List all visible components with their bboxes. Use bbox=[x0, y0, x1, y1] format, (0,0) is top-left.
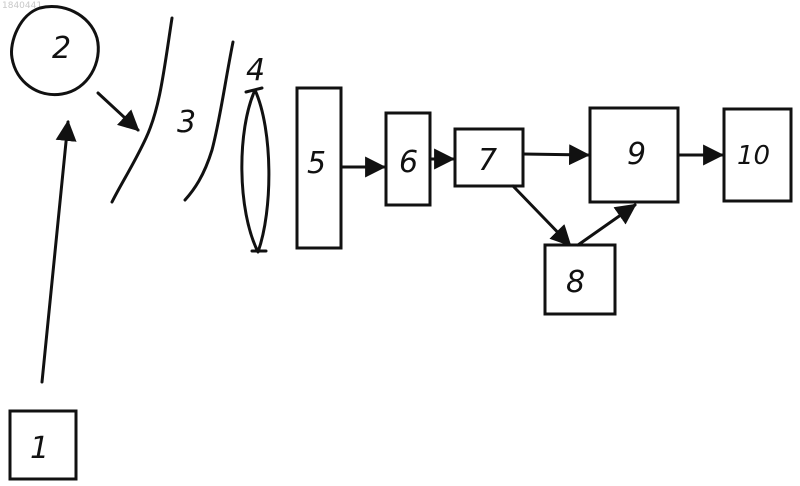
label-4: 4 bbox=[246, 53, 265, 88]
block-7: 7 bbox=[455, 129, 523, 186]
source-1: 1 bbox=[10, 411, 76, 479]
object-2: 2 bbox=[12, 6, 99, 94]
block-6: 6 bbox=[386, 113, 430, 205]
label-1: 1 bbox=[30, 431, 49, 466]
lens-4: 4 bbox=[242, 53, 269, 252]
block-8: 8 bbox=[545, 245, 615, 314]
lens-shape bbox=[242, 90, 269, 252]
medium-3: 3 bbox=[112, 18, 233, 202]
arrow-1-to-2 bbox=[42, 122, 68, 382]
block-9: 9 bbox=[590, 108, 678, 202]
lens-top-tick bbox=[246, 88, 262, 92]
label-2: 2 bbox=[52, 31, 71, 66]
arrow-2-to-3 bbox=[98, 93, 138, 130]
block-5: 5 bbox=[297, 88, 341, 248]
label-6: 6 bbox=[399, 145, 418, 180]
arrow-7-to-9 bbox=[523, 154, 588, 155]
arrow-8-to-9 bbox=[578, 205, 635, 245]
label-10: 10 bbox=[737, 141, 770, 171]
medium-curve-left bbox=[112, 18, 172, 202]
label-8: 8 bbox=[566, 265, 585, 300]
block-10: 10 bbox=[724, 109, 791, 201]
label-5: 5 bbox=[307, 146, 326, 181]
label-9: 9 bbox=[627, 137, 646, 172]
arrow-7-to-8 bbox=[513, 186, 570, 245]
label-3: 3 bbox=[177, 105, 196, 140]
label-7: 7 bbox=[478, 143, 497, 178]
